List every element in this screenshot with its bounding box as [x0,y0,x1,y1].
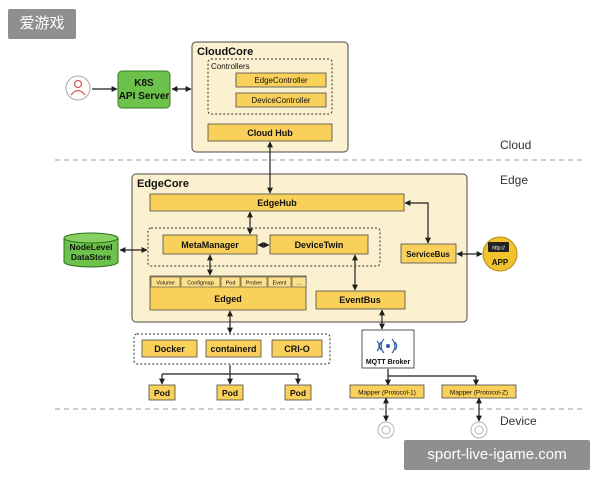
pod-group: Pod Pod Pod [148,384,312,401]
edgecore-title: EdgeCore [137,178,189,190]
layer-label-cloud: Cloud [500,138,531,152]
pod-box: Pod [154,388,170,398]
edged-tab: ... [297,281,302,287]
pod-box: Pod [222,388,238,398]
runtime-group: Docker containerd CRI-O [133,333,331,365]
edge-controller: EdgeController [254,76,308,85]
mapper-box: Mapper (Protocol-Z) [450,390,508,397]
layer-label-device: Device [500,414,537,428]
device-icon-2 [470,421,488,439]
runtime-box: CRI-O [284,344,310,354]
edged-tab: Pod [226,281,236,287]
layer-label-edge: Edge [500,173,528,187]
datastore-label-line1: NodeLevel [70,242,113,252]
device-controller: DeviceController [251,96,310,105]
mqtt-broker: MQTT Broker [361,329,415,369]
devicetwin: DeviceTwin [295,240,344,250]
user-icon [65,75,91,101]
edged-tab: Configmap [187,281,214,287]
edged: Edged [214,294,242,304]
k8s-label-line2: API Server [119,91,170,102]
metamanager: MetaManager [181,240,239,250]
edged-tab: Volume [156,281,174,287]
cloud-hub: Cloud Hub [247,128,293,138]
meta-group [147,227,381,267]
connectors [92,86,483,422]
controllers-title: Controllers [211,62,250,71]
runtime-box: containerd [210,344,256,354]
edged-tabs: Volume Configmap Pod Prober Event... [150,276,307,288]
app-badge: http:// [492,246,505,252]
device-icon-1 [377,421,395,439]
datastore-label-line2: DataStore [71,252,111,262]
eventbus: EventBus [339,295,381,305]
app-icon: http:// APP [482,236,518,272]
mqtt-label: MQTT Broker [366,359,411,366]
edged-tab: Event [272,281,287,287]
mapper-group: Mapper (Protocol-1) Mapper (Protocol-Z) [349,384,517,399]
watermark-top-left: 爱游戏 [8,9,76,39]
antenna-icon [376,338,398,354]
servicebus: ServiceBus [406,250,450,259]
watermark-bottom-right: sport-live-igame.com [404,440,590,470]
runtime-box: Docker [154,344,185,354]
edged-tab: Prober [246,281,263,287]
k8s-api-server: K8S API Server [117,70,171,109]
edgehub: EdgeHub [257,198,297,208]
cloudcore-panel: CloudCore Controllers EdgeController Dev… [191,41,349,153]
cloudcore-title: CloudCore [197,46,253,58]
mapper-box: Mapper (Protocol-1) [358,390,416,397]
datastore-icon: NodeLevel DataStore [63,232,119,268]
edgecore-panel: EdgeCore EdgeHub MetaManager DeviceTwin … [131,173,468,323]
k8s-label-line1: K8S [134,78,154,89]
pod-box: Pod [290,388,306,398]
app-label: APP [492,258,509,267]
